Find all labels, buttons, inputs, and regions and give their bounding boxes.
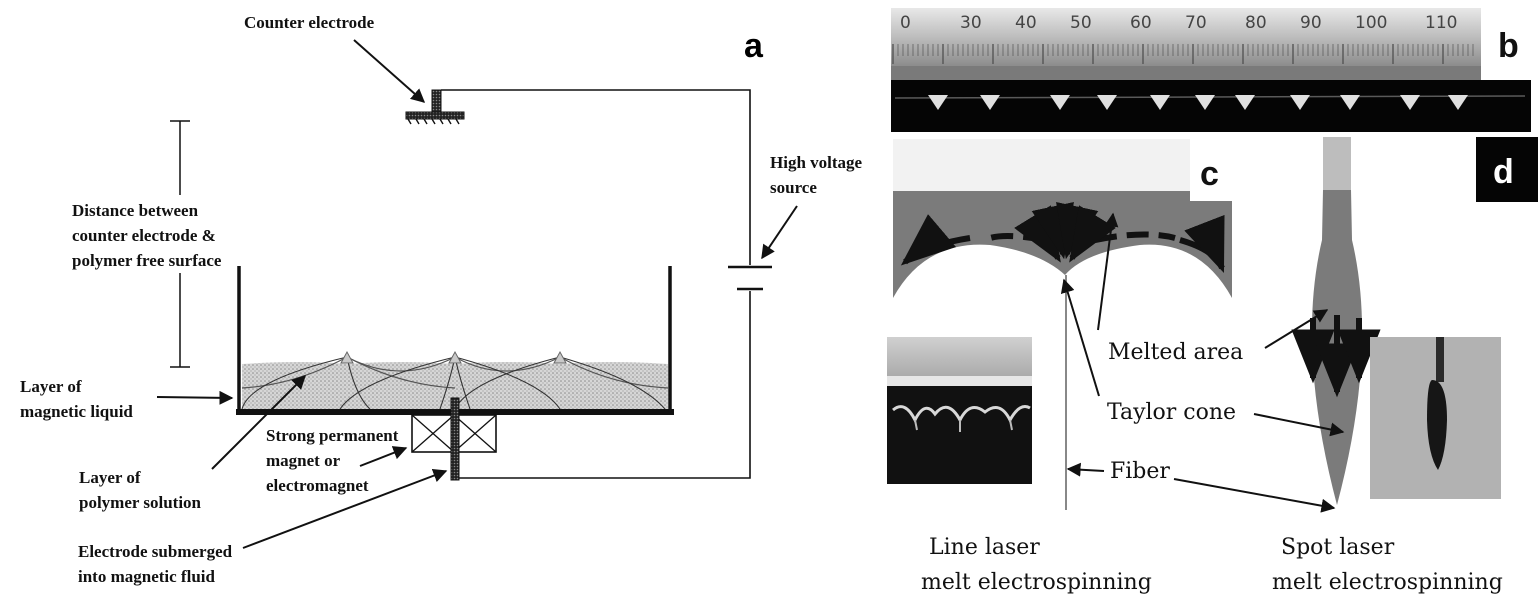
polymer-solution-label-2: polymer solution	[79, 493, 202, 512]
distance-label-1: Distance between	[72, 201, 199, 220]
melted-area-label: Melted area	[1108, 340, 1243, 365]
distance-bracket	[40, 120, 240, 368]
fiber-arrow-c	[1066, 462, 1105, 477]
panel-b: 0 30 40 50 60 70 80 90 100 110 b	[891, 8, 1538, 132]
high-voltage-label-2: source	[770, 178, 817, 197]
ruler-numbers: 0 30 40 50 60 70 80 90 100 110	[900, 13, 1457, 33]
high-voltage-source	[728, 265, 772, 291]
panel-d: d	[1291, 137, 1538, 505]
submerged-electrode-arrow	[242, 468, 448, 549]
magnetic-liquid-label-2: magnetic liquid	[20, 402, 133, 421]
spot-flow-arrows	[1291, 315, 1381, 398]
panel-a: a Counter electrode High voltage source …	[20, 13, 863, 586]
ruler-number: 0	[900, 13, 911, 33]
ruler-number: 80	[1245, 13, 1267, 33]
spot-laser-caption-2: melt electrospinning	[1272, 570, 1503, 595]
jet-cone	[1195, 95, 1215, 110]
distance-label-2: counter electrode &	[72, 226, 216, 245]
panel-d-letter: d	[1493, 153, 1514, 191]
ruler-photo	[891, 8, 1481, 66]
spot-laser-caption-1: Spot laser	[1281, 535, 1395, 560]
high-voltage-arrow	[761, 205, 798, 260]
needle-strip-photo	[891, 80, 1531, 132]
panel-c-letter: c	[1200, 155, 1219, 193]
jet-cone	[1150, 95, 1170, 110]
counter-electrode-arrow	[353, 39, 426, 103]
ruler-number: 60	[1130, 13, 1152, 33]
ruler-number: 100	[1355, 13, 1387, 33]
high-voltage-label-1: High voltage	[770, 153, 863, 172]
taylor-cone-label: Taylor cone	[1107, 400, 1236, 425]
magnet-label-3: electromagnet	[266, 476, 369, 495]
magnetic-liquid-label-1: Layer of	[20, 377, 82, 396]
ruler-number: 70	[1185, 13, 1207, 33]
container	[236, 266, 674, 415]
jet-cone	[980, 95, 1000, 110]
polymer-solution-arrow	[211, 375, 306, 470]
taylor-cone-jets	[928, 95, 1468, 110]
ruler-number: 90	[1300, 13, 1322, 33]
fiber-label: Fiber	[1110, 459, 1170, 484]
inset-photo-d	[1370, 337, 1501, 499]
ruler-number: 30	[960, 13, 982, 33]
fiber-arrow-d	[1173, 478, 1336, 513]
melted-area-arrow-c	[1097, 212, 1119, 331]
shared-labels: Melted area Taylor cone Fiber Line laser…	[921, 212, 1503, 595]
submerged-electrode-label-1: Electrode submerged	[78, 542, 233, 561]
jet-cone	[1097, 95, 1117, 110]
magnetic-liquid-arrow	[156, 390, 234, 405]
panel-a-letter: a	[744, 27, 764, 65]
circuit-wire-bottom	[458, 291, 751, 479]
magnet-arrow	[359, 446, 408, 467]
distance-label-3: polymer free surface	[72, 251, 222, 270]
magnet-label-2: magnet or	[266, 451, 341, 470]
ruler-number: 50	[1070, 13, 1092, 33]
jet-cone	[1340, 95, 1360, 110]
spikes	[241, 350, 669, 410]
ruler-ticks	[892, 44, 1474, 64]
flow-arrows	[900, 201, 1225, 274]
panel-b-letter: b	[1498, 27, 1519, 65]
polymer-solution-label-1: Layer of	[79, 468, 141, 487]
jet-cone	[1235, 95, 1255, 110]
inset-photo-c	[887, 337, 1032, 484]
jet-cone	[1400, 95, 1420, 110]
circuit-wire-top	[441, 89, 751, 265]
jet-cone	[928, 95, 948, 110]
submerged-electrode-label-2: into magnetic fluid	[78, 567, 215, 586]
line-laser-caption-1: Line laser	[929, 535, 1040, 560]
magnet-label-1: Strong permanent	[266, 426, 399, 445]
taylor-cone-arrow-c	[1060, 278, 1100, 397]
submerged-electrode	[450, 397, 460, 481]
ruler-number: 40	[1015, 13, 1037, 33]
melted-area-arrow-d	[1264, 309, 1329, 349]
taylor-cone-arrow-d	[1253, 413, 1345, 437]
panel-c: c	[887, 139, 1232, 510]
jet-cone	[1448, 95, 1468, 110]
line-laser-caption-2: melt electrospinning	[921, 570, 1152, 595]
jet-cone	[1050, 95, 1070, 110]
counter-electrode-label: Counter electrode	[244, 13, 375, 32]
ruler-number: 110	[1425, 13, 1457, 33]
jet-cone	[1290, 95, 1310, 110]
counter-electrode	[405, 89, 465, 125]
